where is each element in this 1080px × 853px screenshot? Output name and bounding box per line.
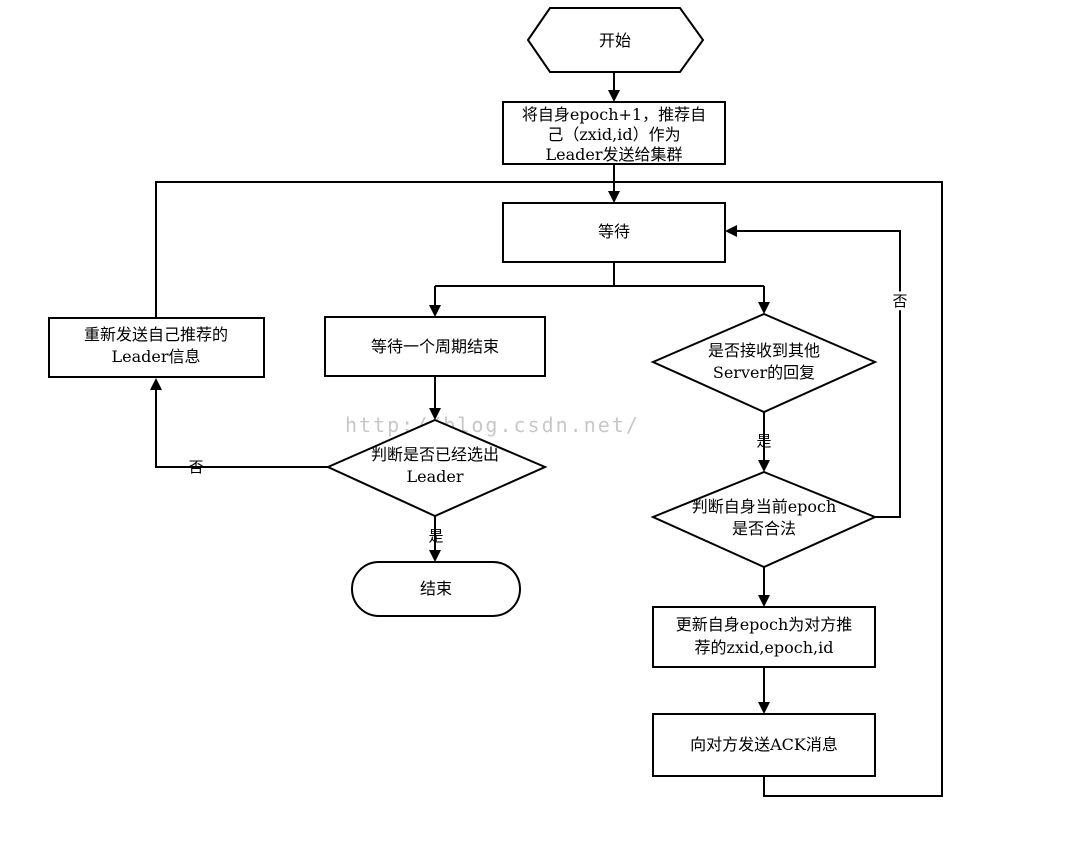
end-terminal xyxy=(351,561,521,617)
judge-epoch-label-line2: 是否合法 xyxy=(732,519,796,538)
resend-label-line1: 重新发送自己推荐的 xyxy=(84,325,228,344)
resend-process-box xyxy=(48,317,265,378)
end-label: 结束 xyxy=(420,579,452,598)
init-label-line1: 将自身epoch+1，推荐自 xyxy=(522,105,706,124)
judge-epoch-decision xyxy=(650,470,878,569)
edge-loop-frame xyxy=(155,181,943,797)
start-label: 开始 xyxy=(599,31,631,50)
wait-period-process-box xyxy=(324,316,546,377)
received-label-line1: 是否接收到其他 xyxy=(708,341,820,360)
update-label-line1: 更新自身epoch为对方推 xyxy=(676,615,853,634)
edge-label-yes-received: 是 xyxy=(756,432,771,450)
edge-label-yes-leader: 是 xyxy=(428,527,443,545)
init-label-line2: 己（zxid,id）作为 xyxy=(547,125,680,144)
edge-label-no-epoch: 否 xyxy=(892,292,907,310)
send-ack-process-box xyxy=(652,713,876,777)
wait-period-label: 等待一个周期结束 xyxy=(371,337,499,356)
judge-leader-label-line2: Leader xyxy=(407,467,464,486)
init-process-box xyxy=(502,101,726,165)
judge-leader-label-line1: 判断是否已经选出 xyxy=(371,445,499,464)
wait-process-box xyxy=(502,202,726,263)
init-label-line3: Leader发送给集群 xyxy=(546,145,683,164)
send-ack-label: 向对方发送ACK消息 xyxy=(690,735,838,754)
start-terminal xyxy=(526,7,705,73)
judge-leader-decision xyxy=(325,418,548,518)
resend-label-line2: Leader信息 xyxy=(112,347,201,366)
update-label-line2: 荐的zxid,epoch,id xyxy=(695,638,834,657)
edge-judge-no-to-resend xyxy=(150,378,328,468)
watermark-text: http://blog.csdn.net/ xyxy=(345,413,640,437)
edge-epoch-no-to-wait xyxy=(725,225,901,518)
received-label-line2: Server的回复 xyxy=(713,363,815,382)
edge-label-no-leader: 否 xyxy=(188,458,203,476)
judge-epoch-label-line1: 判断自身当前epoch xyxy=(692,497,837,516)
received-decision xyxy=(650,312,878,414)
update-process-box xyxy=(652,606,876,668)
wait-label: 等待 xyxy=(598,222,630,241)
